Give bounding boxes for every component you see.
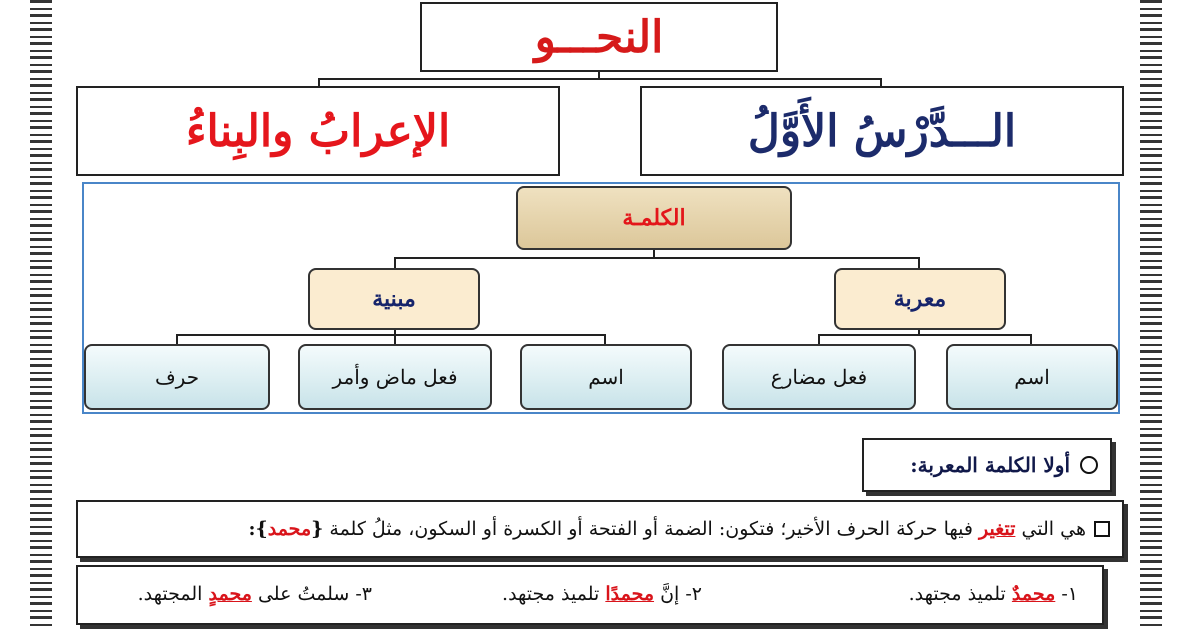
root-branch-right <box>918 257 920 269</box>
example-2-number: ٢- إنَّ <box>660 583 702 605</box>
node-declinable: معربة <box>834 268 1006 330</box>
node-indeclinable-verb: فعل ماض وأمر <box>298 344 492 410</box>
left-decorative-border <box>30 0 52 630</box>
square-bullet-icon <box>1094 521 1110 537</box>
indeclinable-branch-right <box>604 334 606 344</box>
declinable-connector <box>918 330 920 336</box>
definition-keyword: تتغير <box>979 518 1016 540</box>
root-branch-line <box>394 257 920 259</box>
example-3-rest: المجتهد. <box>137 583 203 605</box>
root-branch-left <box>394 257 396 269</box>
node-declinable-verb: فعل مضارع <box>722 344 916 410</box>
node-indeclinable-particle-label: حرف <box>154 365 200 389</box>
node-indeclinable-particle: حرف <box>84 344 270 410</box>
node-declinable-noun: اسم <box>946 344 1118 410</box>
node-word: الكلمـة <box>516 186 792 250</box>
definition-example-word: محمد <box>267 518 312 540</box>
main-title: النحـــو <box>534 11 664 63</box>
node-indeclinable-noun-label: اسم <box>588 365 624 389</box>
indeclinable-connector <box>394 330 396 336</box>
definition-text: فيها حركة الحرف الأخير؛ فتكون: الضمة أو … <box>329 518 973 540</box>
example-2-rest: تلميذ مجتهد. <box>502 583 600 605</box>
indeclinable-branch-mid <box>394 334 396 344</box>
section-heading: أولا الكلمة المعربة: <box>910 453 1070 477</box>
example-1-rest: تلميذ مجتهد. <box>908 583 1006 605</box>
example-3-word: محمدٍ <box>208 583 252 605</box>
lesson-title-box: الـــدَّرْسُ الأَوَّلُ <box>640 86 1124 176</box>
main-title-box: النحـــو <box>420 2 778 72</box>
examples-box: ١- محمدٌ تلميذ مجتهد. ٢- إنَّ محمدًا تلم… <box>76 565 1104 625</box>
right-decorative-border <box>1140 0 1162 630</box>
node-declinable-verb-label: فعل مضارع <box>770 365 868 389</box>
node-indeclinable-verb-label: فعل ماض وأمر <box>332 365 458 389</box>
definition-close-brace: }: <box>248 518 268 540</box>
topic-title: الإعرابُ والبِناءُ <box>185 105 451 157</box>
example-2: ٢- إنَّ محمدًا تلميذ مجتهد. <box>502 583 702 605</box>
example-2-word: محمدًا <box>605 583 655 605</box>
definition-open-brace: { <box>311 518 324 540</box>
node-indeclinable-noun: اسم <box>520 344 692 410</box>
declinable-branch-right <box>1030 334 1032 344</box>
title-connector <box>598 72 600 80</box>
title-branch-left <box>318 78 320 86</box>
topic-title-box: الإعرابُ والبِناءُ <box>76 86 560 176</box>
indeclinable-branch-line <box>176 334 606 336</box>
lesson-title: الـــدَّرْسُ الأَوَّلُ <box>747 105 1017 157</box>
title-branch-right <box>880 78 882 86</box>
example-1-number: ١- <box>1061 583 1078 605</box>
example-3: ٣- سلمتُ على محمدٍ المجتهد. <box>138 583 372 605</box>
node-declinable-noun-label: اسم <box>1014 365 1050 389</box>
node-indeclinable-label: مبنية <box>372 286 416 312</box>
example-3-number: ٣- سلمتُ على <box>257 583 372 605</box>
definition-box: هي التي تتغير فيها حركة الحرف الأخير؛ فت… <box>76 500 1124 558</box>
indeclinable-branch-left <box>176 334 178 344</box>
title-branch-line <box>318 78 882 80</box>
declinable-branch-left <box>818 334 820 344</box>
section-heading-box: أولا الكلمة المعربة: <box>862 438 1112 492</box>
declinable-branch-line <box>818 334 1032 336</box>
node-declinable-label: معربة <box>893 286 947 312</box>
node-word-label: الكلمـة <box>622 205 686 231</box>
circle-bullet-icon <box>1080 456 1098 474</box>
definition-prefix: هي التي <box>1021 518 1086 540</box>
root-connector <box>653 250 655 258</box>
node-indeclinable: مبنية <box>308 268 480 330</box>
example-1: ١- محمدٌ تلميذ مجتهد. <box>909 583 1078 605</box>
example-1-word: محمدٌ <box>1011 583 1056 605</box>
